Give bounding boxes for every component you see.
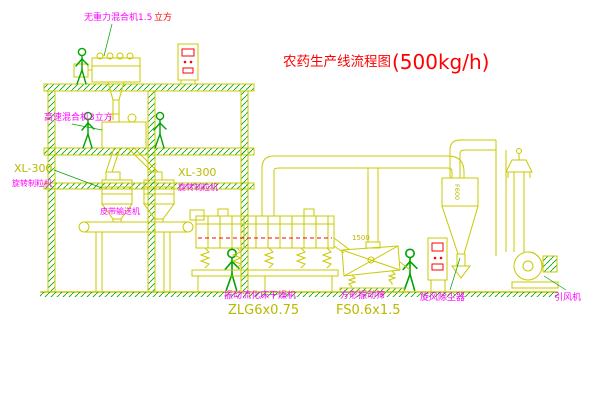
square-vibrating-sieve — [339, 241, 411, 293]
sieve-model: FS0.6x1.5 — [336, 303, 401, 318]
diagram-title-capacity: (500kg/h) — [392, 50, 489, 74]
worker-figure — [75, 47, 89, 85]
dryer-label: 振动流化床干燥机 — [224, 289, 296, 301]
fluid-bed-dryer — [189, 208, 351, 292]
high-speed-mixer — [71, 113, 159, 173]
mixer-top-unit-label: 立方 — [154, 11, 172, 23]
control-panel-field — [427, 237, 448, 291]
diagram-title: 农药生产线流程图 — [283, 54, 391, 70]
mixer-mid-label: 高速混合机3立方 — [44, 111, 113, 123]
mixer-top-label: 无重力混合机1.5 — [84, 11, 152, 23]
belt-conveyor — [78, 221, 194, 292]
granulator-left — [53, 169, 133, 222]
granulator-left-model: XL-300 — [14, 162, 52, 175]
granulator-right-label: 旋转制粒机 — [178, 182, 218, 192]
cyclone-label: 旋风除尘器 — [420, 291, 465, 303]
ground-line — [40, 291, 558, 297]
control-panel-top — [177, 43, 199, 84]
sieve-label: 方形振动筛 — [340, 289, 385, 301]
worker-figure — [153, 111, 167, 149]
building-frame — [43, 83, 255, 293]
granulator-left-label: 旋转制粒机 — [12, 178, 52, 188]
cyclone-dim: F600 — [453, 184, 461, 200]
dryer-model: ZLG6x0.75 — [228, 303, 299, 318]
induced-draft-fan — [495, 140, 567, 291]
exhaust-duct — [261, 155, 465, 242]
cyclone-dust-collector — [441, 139, 496, 291]
sieve-dim: 1500 — [352, 234, 370, 242]
zero-gravity-mixer — [73, 23, 141, 120]
granulator-right-model: XL-300 — [178, 166, 216, 179]
granulator-right — [143, 171, 175, 222]
belt-conveyor-label: 皮带输送机 — [100, 206, 140, 216]
fan-label: 引风机 — [554, 291, 581, 303]
